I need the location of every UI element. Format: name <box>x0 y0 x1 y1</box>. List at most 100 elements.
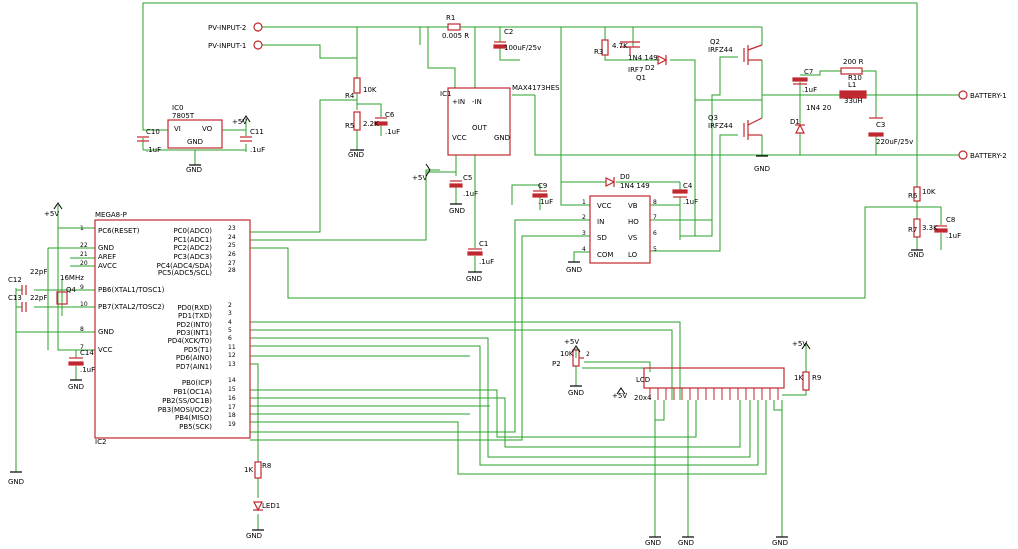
mcu-pin-num-right-2: 25 <box>228 242 236 249</box>
ir-pin-vb: VB <box>628 202 638 210</box>
d2-name: D2 <box>645 64 655 72</box>
r8-value: 1K <box>244 466 253 474</box>
lcd-5v-label: +5V <box>612 392 627 400</box>
r5-name: R5 <box>345 122 354 130</box>
ir-pin-num-8: 8 <box>653 199 657 206</box>
ir-pin-ho: HO <box>628 218 639 226</box>
ic0-5v-label: +5V <box>232 118 247 126</box>
c2-value: 100uF/25v <box>504 44 541 52</box>
d0-value: 1N4 149 <box>620 182 650 190</box>
c5-gnd-label: GND <box>449 207 465 215</box>
d2-diode <box>657 55 668 65</box>
mcu-pin-label-left-3: AVCC <box>98 262 117 270</box>
ir-pin-num-2: 2 <box>582 214 586 221</box>
p2-5v-label: +5V <box>564 338 579 346</box>
mcu-pin-num-right-11: 11 <box>228 344 236 351</box>
lcd-value: 20x4 <box>634 394 652 402</box>
r6r7-gnd-label: GND <box>908 251 924 259</box>
mcu-pin-label-right-4: PC4(ADC4/SDA) <box>157 262 213 270</box>
mcu-pin-label-left-4: PB6(XTAL1/TOSC1) <box>98 286 165 294</box>
c8-name: C8 <box>946 216 955 224</box>
ir-pin-sd: SD <box>597 234 607 242</box>
mcu-pin-label-right-8: PD2(INT0) <box>176 321 212 329</box>
mcu-pin-label-right-6: PD0(RXD) <box>177 304 212 312</box>
ic1-pin-plus: +IN <box>452 98 465 106</box>
ic0-vo: VO <box>202 125 213 133</box>
mcu-pin-num-right-18: 18 <box>228 412 236 419</box>
led-name: LED1 <box>262 502 280 510</box>
mcu-pin-label-left-2: AREF <box>98 253 116 261</box>
c11-value: .1uF <box>250 146 265 154</box>
mcu-pin-num-right-4: 27 <box>228 260 236 267</box>
q4-name: Q4 <box>66 286 77 294</box>
mcu-pin-label-right-1: PC1(ADC1) <box>173 236 212 244</box>
c1-value: .1uF <box>479 258 494 266</box>
c12-value: 22pF <box>30 268 47 276</box>
r1-name: R1 <box>446 14 455 22</box>
mcu-pin-label-right-7: PD1(TXD) <box>178 312 212 320</box>
c14-value: .1uF <box>80 366 95 374</box>
ic0-gnd-label: GND <box>186 166 202 174</box>
lcd-name: LCD <box>636 376 650 384</box>
r6-value: 10K <box>922 188 936 196</box>
r9-5v-label: +5V <box>792 340 807 348</box>
r9-name: R9 <box>812 374 821 382</box>
mcu-pin-num-right-19: 19 <box>228 421 236 428</box>
c7-name: C7 <box>804 68 813 76</box>
mcu-pin-num-right-6: 2 <box>228 302 232 309</box>
mcu-pin-label-right-3: PC3(ADC3) <box>173 253 212 261</box>
mcu-left-pins: PC6(RESET)1GND22AREF21AVCC20PB6(XTAL1/TO… <box>80 225 165 354</box>
pv-input-1-connector <box>253 40 263 50</box>
mcu-pin-label-right-5: PC5(ADC5/SCL) <box>158 269 212 277</box>
mcu-pin-label-right-17: PB3(MOSI/OC2) <box>158 406 212 414</box>
q2-name: Q2 <box>710 38 720 46</box>
q1-value: IRF7 <box>628 66 643 74</box>
led-gnd-label: GND <box>246 532 262 540</box>
r7-resistor <box>913 218 921 238</box>
r7-value: 3.3K <box>922 224 938 232</box>
mcu-ref: IC2 <box>95 438 106 446</box>
c5-name: C5 <box>463 174 472 182</box>
mcu-pin-num-right-1: 24 <box>228 234 236 241</box>
r9-value: 1K <box>794 374 803 382</box>
mcu-pin-num-left-2: 21 <box>80 251 88 258</box>
r5-resistor <box>353 111 361 131</box>
mcu-pin-num-left-6: 8 <box>80 326 84 333</box>
c5-value: .1uF <box>463 190 478 198</box>
r4-value: 10K <box>363 86 377 94</box>
mcu-pin-label-right-14: PB0(ICP) <box>182 379 212 387</box>
mcu-pin-label-right-18: PB4(MISO) <box>175 414 212 422</box>
c1-name: C1 <box>479 240 488 248</box>
c8-value: .1uF <box>946 232 961 240</box>
mcu-pin-num-right-7: 3 <box>228 310 232 317</box>
mcu-pin-num-right-9: 5 <box>228 327 232 334</box>
r6-resistor <box>913 186 921 202</box>
r4-name: R4 <box>345 92 355 100</box>
r4r5-gnd-label: GND <box>348 151 364 159</box>
c2-name: C2 <box>504 28 513 36</box>
q-gnd-label: GND <box>754 165 770 173</box>
mcu-pin-num-right-15: 15 <box>228 386 236 393</box>
mcu-gnd-label: GND <box>8 478 24 486</box>
mcu-pin-num-right-16: 16 <box>228 395 236 402</box>
d1-diode <box>795 123 805 134</box>
ic1-current-sense <box>447 87 511 156</box>
mcu-pin-label-right-9: PD3(INT1) <box>176 329 212 337</box>
mcu-pin-num-right-17: 17 <box>228 404 236 411</box>
ir-pin-num-3: 3 <box>582 230 586 237</box>
p2-name: P2 <box>552 360 561 368</box>
mcu-pin-label-left-1: GND <box>98 244 114 252</box>
c9-value: .1uF <box>538 198 553 206</box>
ir-gnd-label: GND <box>566 266 582 274</box>
q4-value: 16MHz <box>60 274 84 282</box>
ir-pin-num-6: 6 <box>653 230 657 237</box>
mcu-pin-num-right-10: 6 <box>228 335 232 342</box>
mcu-pin-label-right-15: PB1(OC1A) <box>173 388 212 396</box>
mcu-pin-num-right-0: 23 <box>228 225 236 232</box>
ic0-gnd: GND <box>187 138 203 146</box>
c10-name: C10 <box>146 128 160 136</box>
mcu-pin-label-right-11: PD5(T1) <box>184 346 213 354</box>
ic0-name: IC0 <box>172 104 183 112</box>
r9-resistor <box>802 371 810 391</box>
mcu-name: MEGA8-P <box>95 211 127 219</box>
